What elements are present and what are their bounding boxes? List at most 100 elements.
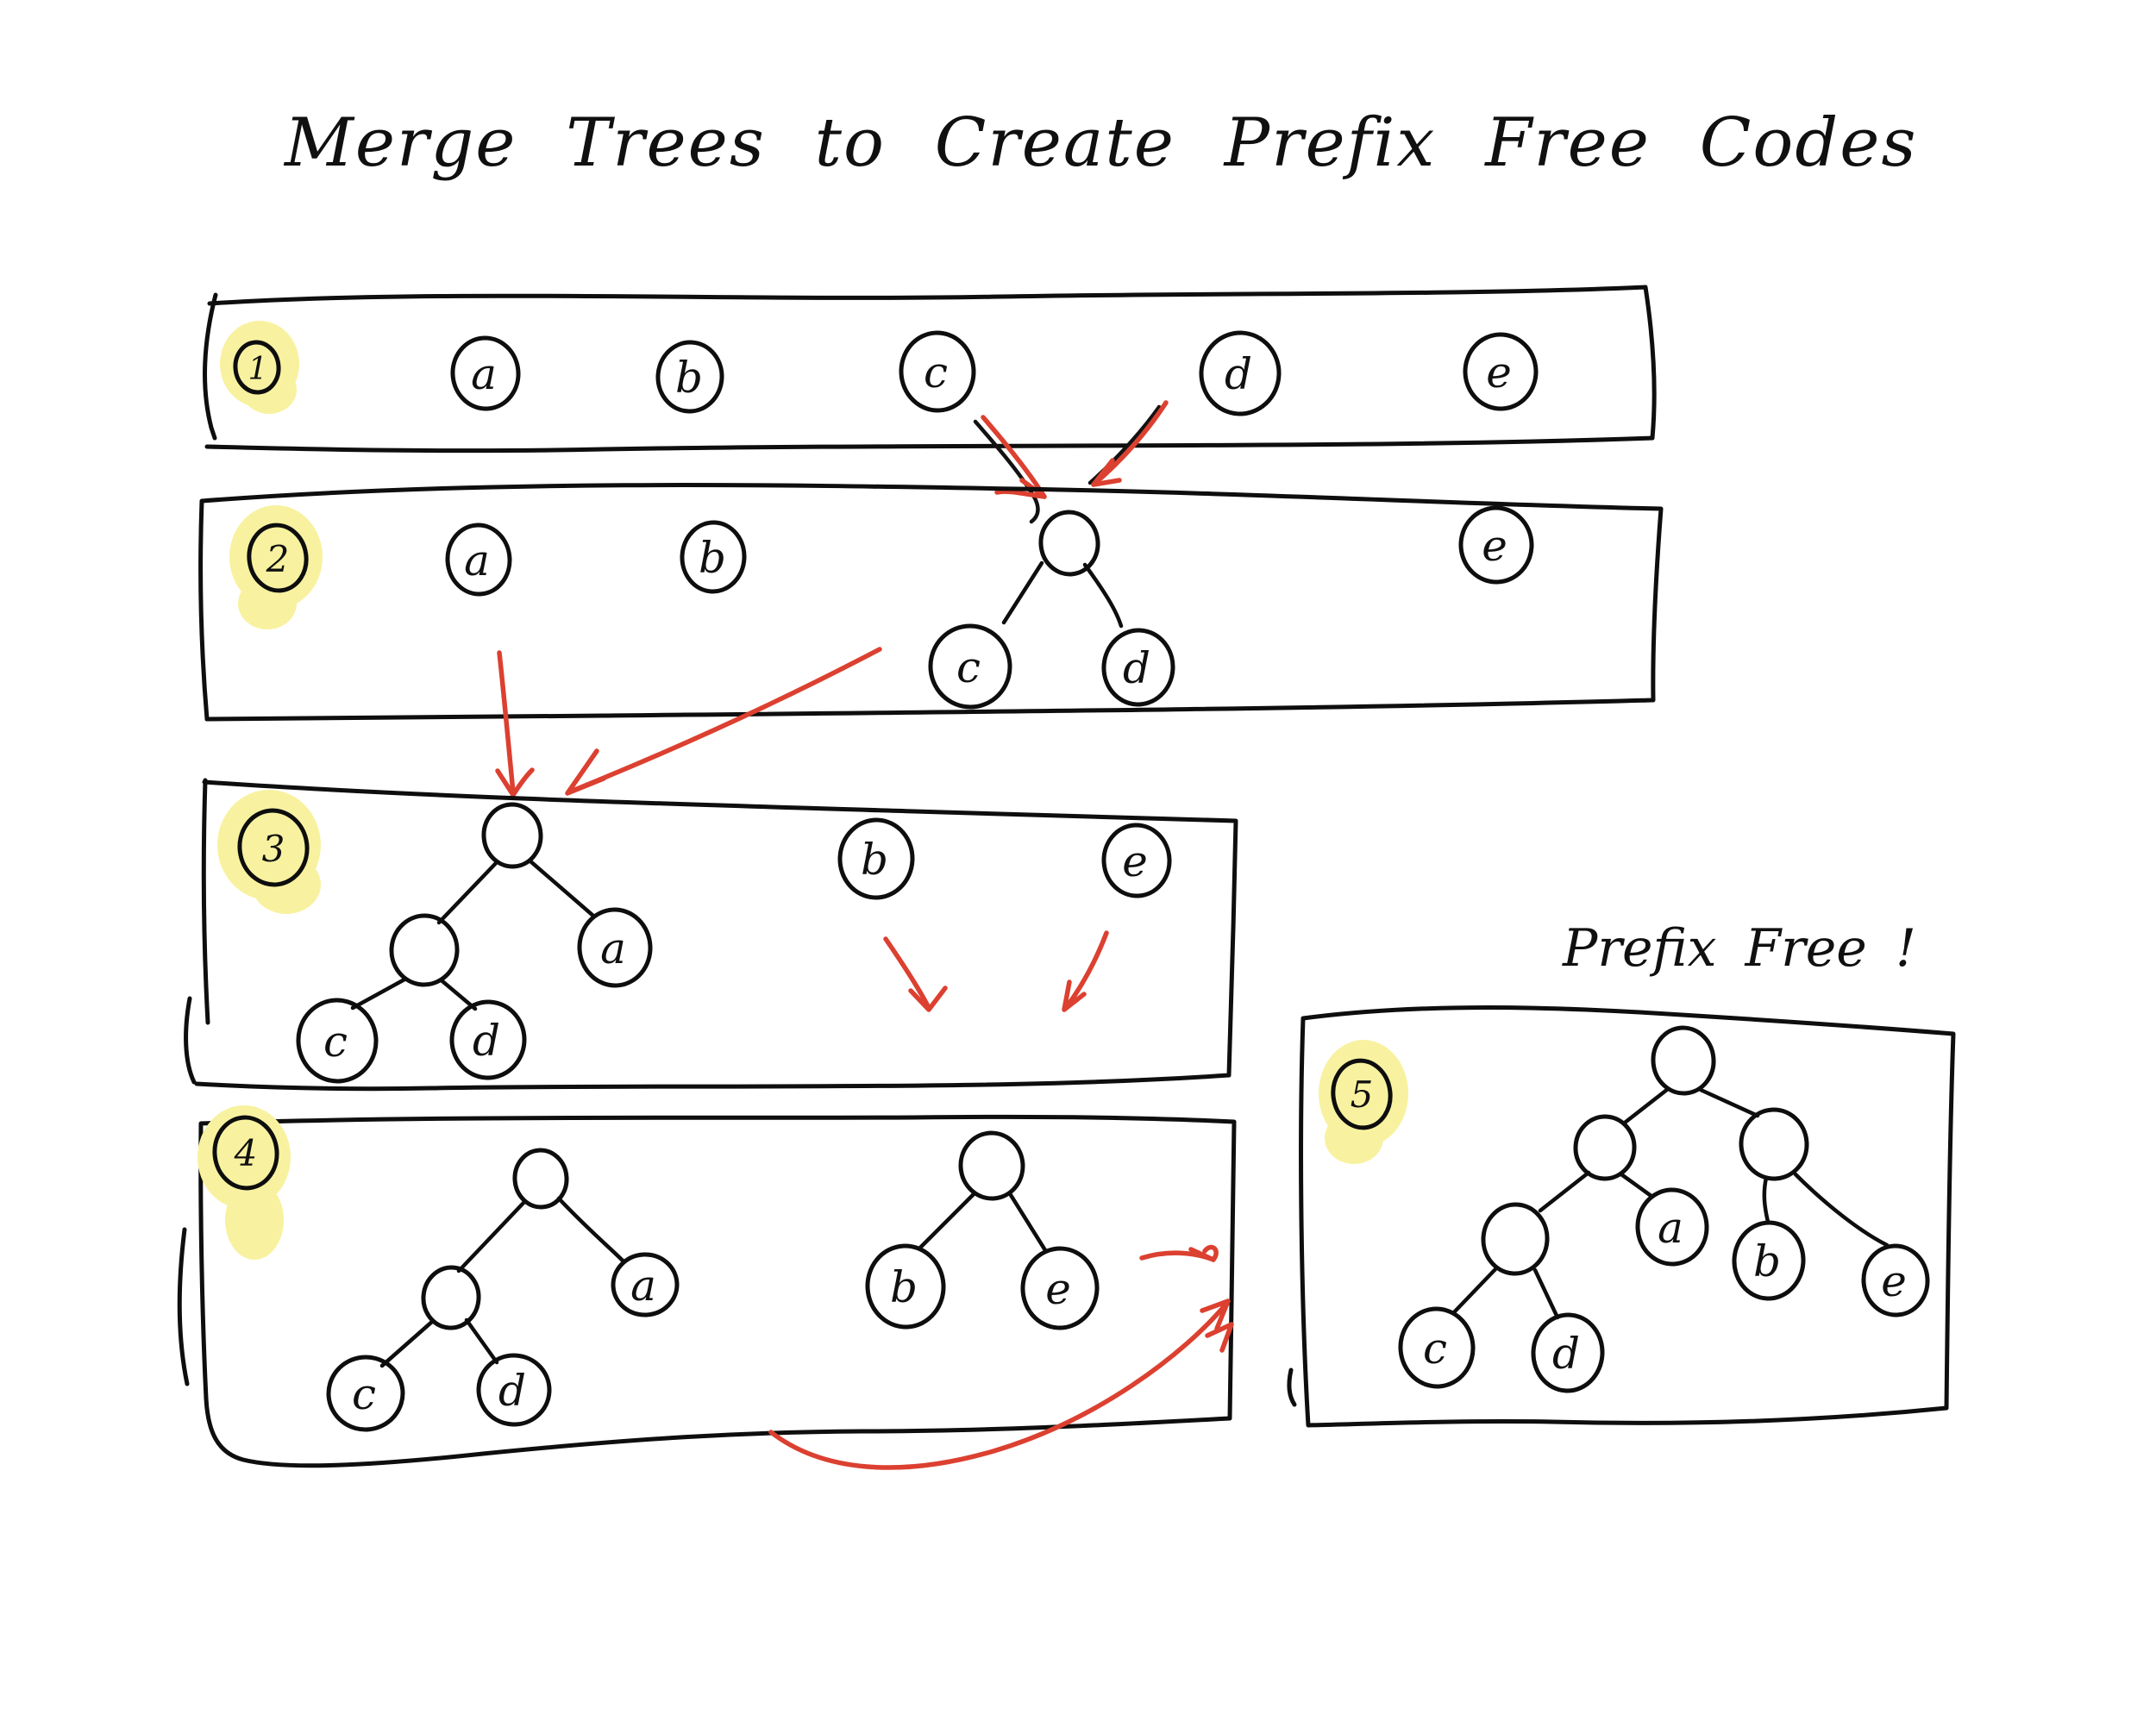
node-c: c bbox=[928, 623, 1012, 710]
panel-4-left-stroke bbox=[177, 1227, 190, 1386]
panel-3-left-edge bbox=[201, 778, 210, 1025]
internal-node-root bbox=[512, 1148, 569, 1210]
node-label: e bbox=[1486, 347, 1512, 397]
node-e: e bbox=[1458, 505, 1534, 585]
node-circle bbox=[611, 1252, 680, 1317]
node-circle bbox=[1199, 330, 1282, 416]
panel-5-corner-tick bbox=[1287, 1367, 1297, 1407]
panel-1-outline bbox=[204, 285, 1657, 454]
node-d: d bbox=[1101, 628, 1175, 707]
node-circle bbox=[1020, 1246, 1100, 1330]
panel-4-outline bbox=[198, 1114, 1237, 1468]
internal-node bbox=[421, 1265, 481, 1330]
internal-node-cd bbox=[1481, 1202, 1550, 1276]
tree-edge bbox=[436, 860, 499, 925]
badge-highlight bbox=[1325, 1112, 1383, 1164]
tree-edge bbox=[1001, 560, 1044, 625]
node-c: c bbox=[899, 330, 976, 413]
step-1-panel: 1 a b c d e bbox=[203, 285, 1657, 454]
badge-number: 2 bbox=[266, 538, 290, 580]
node-circle bbox=[1398, 1306, 1476, 1389]
panel-3-corner-stroke bbox=[184, 996, 197, 1085]
node-label: e bbox=[1482, 521, 1507, 571]
node-b: b bbox=[680, 520, 747, 594]
panel-3-outline bbox=[194, 779, 1238, 1092]
node-circle bbox=[899, 330, 976, 413]
badge-number: 4 bbox=[234, 1132, 258, 1174]
badge-circle bbox=[237, 808, 310, 887]
node-label: d bbox=[1225, 349, 1252, 399]
prefix-free-caption: Prefix Free ! bbox=[1562, 918, 1916, 979]
node-circle bbox=[1101, 628, 1175, 707]
internal-node-root bbox=[1651, 1025, 1716, 1096]
merged-tree-cda: a c d bbox=[296, 802, 653, 1084]
tree-edge bbox=[556, 1196, 625, 1263]
node-label: a bbox=[630, 1261, 656, 1311]
badge-number: 1 bbox=[248, 352, 268, 387]
node-circle bbox=[1635, 1187, 1709, 1267]
badge-circle bbox=[233, 340, 281, 395]
node-a: a bbox=[611, 1252, 680, 1317]
panel-2-outline bbox=[198, 483, 1664, 722]
step-badge-2: 2 bbox=[229, 505, 323, 629]
badge-circle bbox=[247, 523, 309, 593]
node-circle bbox=[296, 998, 379, 1084]
badge-highlight bbox=[225, 1180, 284, 1260]
node-e: e bbox=[1463, 332, 1539, 411]
node-circle bbox=[449, 999, 527, 1080]
node-d: d bbox=[476, 1353, 552, 1427]
internal-node bbox=[958, 1130, 1025, 1201]
merge-arrows-final bbox=[768, 1244, 1234, 1470]
node-label: c bbox=[956, 642, 981, 692]
step-3-panel: 3 a c d b bbox=[184, 778, 1238, 1092]
node-a: a bbox=[577, 907, 653, 988]
node-label: a bbox=[471, 349, 497, 399]
internal-node-right bbox=[1739, 1107, 1809, 1181]
panel-1-left-edge bbox=[203, 292, 218, 441]
node-c: c bbox=[326, 1355, 405, 1432]
node-circle bbox=[680, 520, 747, 594]
internal-node bbox=[1038, 510, 1100, 577]
node-label: e bbox=[1045, 1264, 1071, 1314]
node-a: a bbox=[445, 523, 512, 597]
badge-highlight bbox=[238, 578, 297, 629]
step-5-panel: Prefix Free ! 5 a bbox=[1287, 918, 1956, 1428]
tree-edge bbox=[379, 1318, 436, 1368]
node-label: a bbox=[600, 923, 626, 973]
node-label: c bbox=[323, 1017, 348, 1067]
final-tree: a b e c d bbox=[1398, 1025, 1930, 1393]
node-a: a bbox=[1635, 1187, 1709, 1267]
node-label: d bbox=[473, 1016, 500, 1066]
tree-edge bbox=[350, 977, 407, 1011]
node-circle bbox=[450, 335, 521, 411]
internal-node bbox=[389, 913, 460, 987]
node-b: b bbox=[865, 1243, 946, 1330]
node-circle bbox=[655, 340, 724, 414]
node-circle bbox=[1463, 332, 1539, 411]
node-label: a bbox=[1658, 1203, 1683, 1253]
node-label: b bbox=[890, 1262, 918, 1312]
node-b: b bbox=[837, 817, 915, 900]
node-c: c bbox=[1398, 1306, 1476, 1389]
node-label: c bbox=[924, 347, 948, 397]
node-b: b bbox=[655, 340, 724, 414]
node-d: d bbox=[1531, 1312, 1605, 1393]
node-label: c bbox=[352, 1369, 376, 1419]
node-label: b bbox=[861, 835, 888, 885]
tree-edge bbox=[1698, 1087, 1760, 1118]
merge-arrow-c-icon bbox=[981, 415, 1047, 499]
tree-edge bbox=[1082, 562, 1124, 629]
node-circle bbox=[1531, 1312, 1605, 1393]
step-badge-1: 1 bbox=[220, 321, 299, 414]
tree-edge bbox=[456, 1199, 527, 1274]
node-label: b bbox=[699, 533, 726, 583]
down-arrow-icon bbox=[497, 650, 516, 795]
diagonal-arrow-icon bbox=[570, 647, 882, 793]
tree-be: b e bbox=[865, 1130, 1100, 1330]
down-arrow-b-icon bbox=[883, 936, 931, 1011]
node-label: e bbox=[1122, 836, 1148, 886]
node-circle bbox=[445, 523, 512, 597]
badge-number: 3 bbox=[262, 828, 285, 870]
